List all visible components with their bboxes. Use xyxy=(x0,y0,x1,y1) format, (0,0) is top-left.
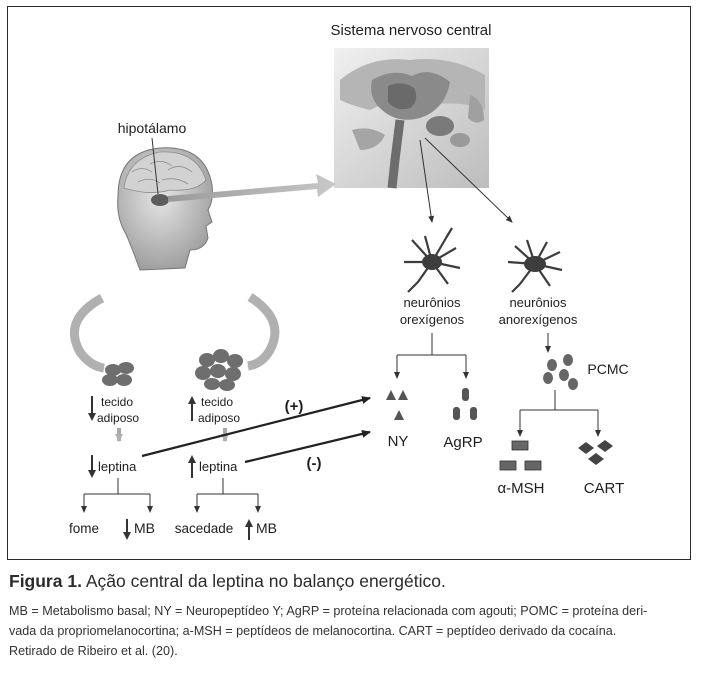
anorexigenic-neuron-icon xyxy=(507,239,563,293)
satiety-label: sacedade xyxy=(175,521,234,536)
pomc-blobs-icon xyxy=(543,354,578,390)
arrow-to-anorexigenic xyxy=(424,137,513,223)
figure-frame xyxy=(7,6,691,560)
amsh-label: α-MSH xyxy=(498,480,545,497)
left-tissue-label-1: tecido xyxy=(101,395,133,409)
orexigenic-label-2: orexígenos xyxy=(400,312,465,327)
pomc-bracket xyxy=(517,390,601,437)
arrow-to-orexigenic xyxy=(419,139,435,223)
right-tissue-up-arrow xyxy=(188,396,196,421)
legend-line-2: vada da propriomelanocortina; a-MSH = pe… xyxy=(9,624,617,638)
anorexigenic-label-2: anorexígenos xyxy=(499,312,578,327)
minus-label: (-) xyxy=(307,455,322,472)
left-tissue-down-arrow xyxy=(88,396,96,421)
anorexigenic-label-1: neurônios xyxy=(509,295,567,310)
legend-line-1: MB = Metabolismo basal; NY = Neuropeptíd… xyxy=(9,604,648,618)
figure-number: Figura 1. xyxy=(9,571,82,591)
pomc-label: PCMC xyxy=(587,361,628,377)
agrp-label: AgRP xyxy=(443,434,482,451)
right-adipose-cells-icon xyxy=(195,349,243,391)
orexigenic-bracket xyxy=(394,333,469,379)
figure-title-text: Ação central da leptina no balanço energ… xyxy=(81,571,446,591)
hypothalamus-pointer xyxy=(151,137,159,195)
human-head-image xyxy=(117,147,213,271)
orexigenic-neuron-icon xyxy=(404,227,461,293)
cns-label: Sistema nervoso central xyxy=(331,22,492,39)
right-mb-label: MB xyxy=(256,520,277,536)
cart-diamonds-icon xyxy=(578,440,613,465)
hunger-label: fome xyxy=(69,521,99,536)
ny-label: NY xyxy=(388,433,409,450)
ny-triangles-icon xyxy=(386,390,408,420)
left-leptin-down-arrow xyxy=(88,455,96,478)
right-leptin-up-arrow xyxy=(188,455,196,478)
leptin-diagram: Sistema nervoso central hipotálamo neurô… xyxy=(69,22,629,540)
plus-label: (+) xyxy=(285,398,304,415)
right-leptin-label: leptina xyxy=(199,459,238,474)
plus-arrow xyxy=(141,396,371,458)
right-tissue-label-2: adiposo xyxy=(198,411,240,425)
minus-arrow xyxy=(244,429,371,464)
left-adipose-cells-icon xyxy=(102,362,134,386)
figure-legend: MB = Metabolismo basal; NY = Neuropeptíd… xyxy=(9,601,699,661)
left-curved-arrow xyxy=(69,294,105,373)
orexigenic-label-1: neurônios xyxy=(403,295,461,310)
left-tissue-label-2: adiposo xyxy=(97,411,139,425)
right-bracket xyxy=(194,478,261,513)
brain-section-image xyxy=(334,48,489,189)
amsh-shapes-icon xyxy=(499,440,542,471)
left-mb-label: MB xyxy=(134,520,155,536)
right-curved-arrow xyxy=(247,293,280,371)
legend-line-3: Retirado de Ribeiro et al. (20). xyxy=(9,644,178,658)
left-mb-down-arrow xyxy=(123,519,131,540)
cart-label: CART xyxy=(584,480,625,497)
left-leptin-label: leptina xyxy=(98,459,137,474)
figure-caption-title: Figura 1. Ação central da leptina no bal… xyxy=(9,571,697,592)
hypothalamus-label: hipotálamo xyxy=(118,120,187,136)
head-to-cns-arrow xyxy=(168,174,336,202)
agrp-shapes-icon xyxy=(453,388,477,420)
right-mb-up-arrow xyxy=(245,519,253,540)
left-bracket xyxy=(81,478,153,513)
right-tissue-label-1: tecido xyxy=(201,395,233,409)
